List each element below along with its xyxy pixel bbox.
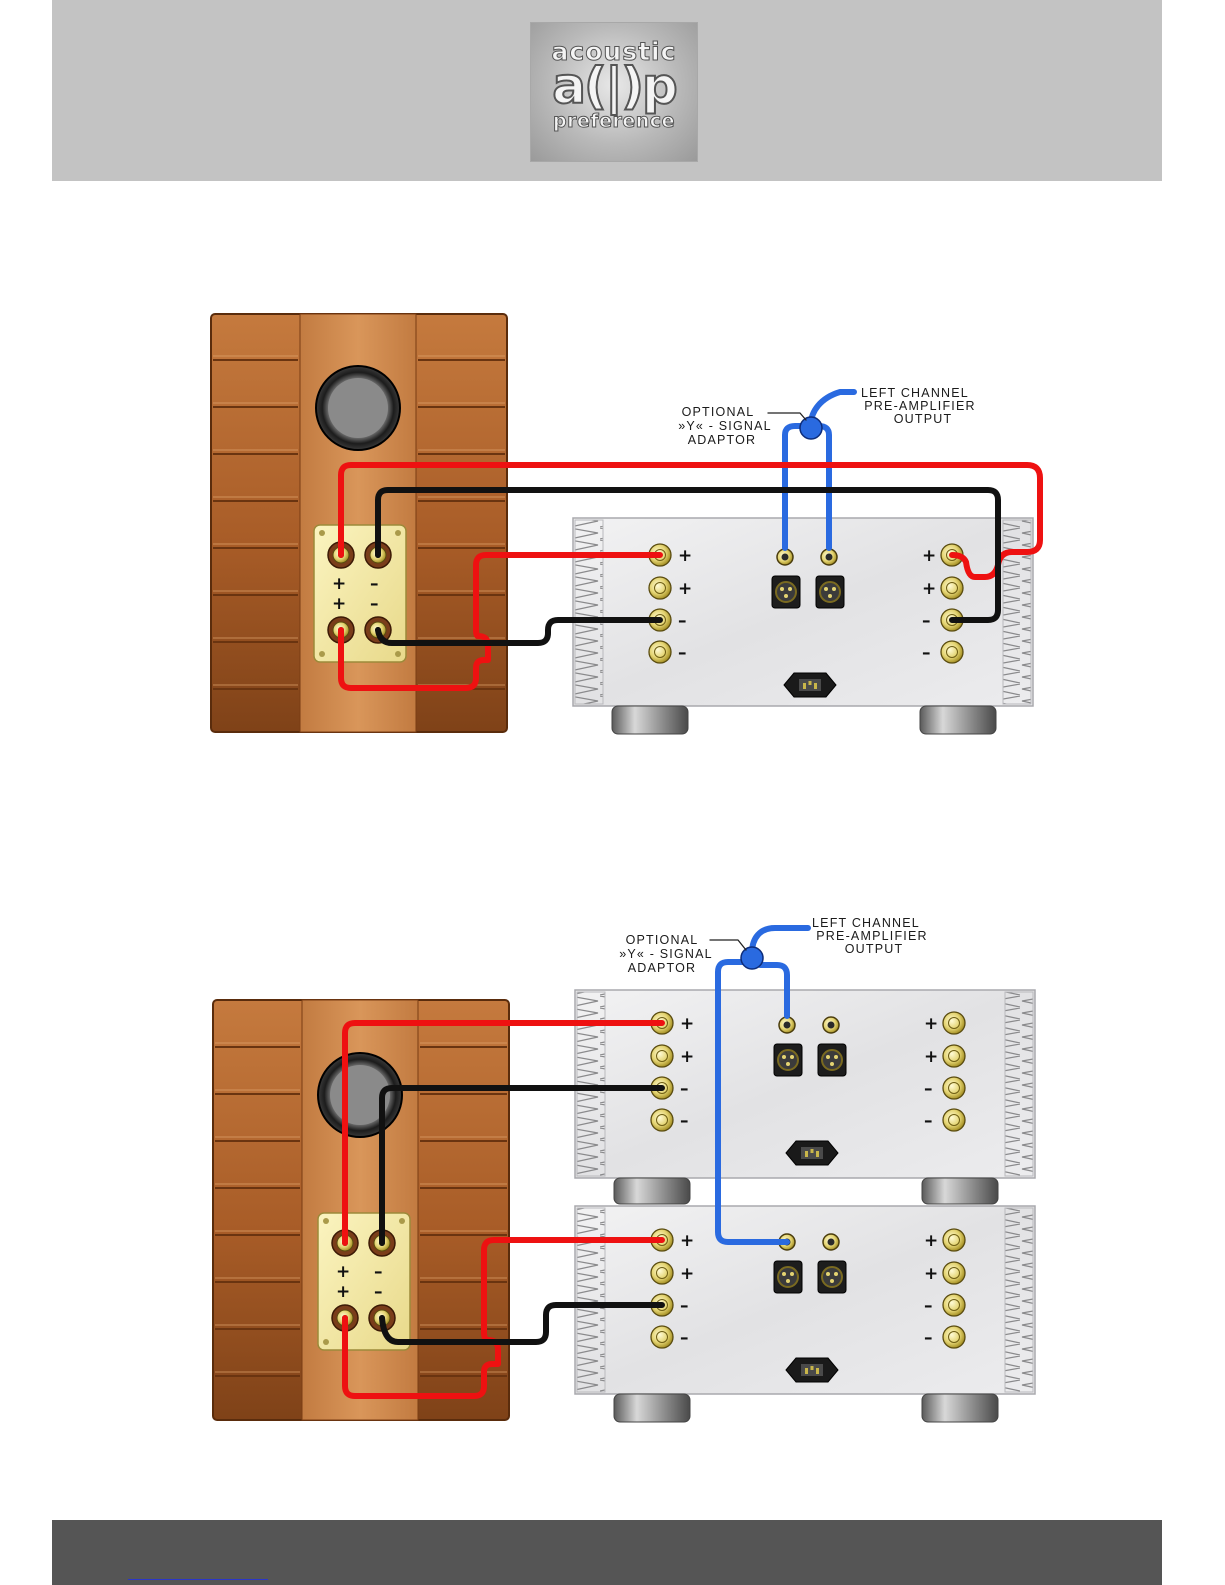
footer-bar <box>52 1520 1162 1585</box>
amp-plus-label: + <box>680 1231 694 1251</box>
speaker-minus-label: – <box>370 594 379 614</box>
amp-minus-label: – <box>924 1111 933 1131</box>
speaker-minus-label: – <box>374 1262 383 1282</box>
diagram-single-amplifier: + – + – + + – – + + – – <box>211 314 1040 734</box>
amp-minus-label: – <box>680 1296 689 1316</box>
terminal-plate <box>318 1213 410 1350</box>
amp-plus-label: + <box>678 546 692 566</box>
speaker-plus-label: + <box>336 1282 350 1302</box>
amp-minus-label: – <box>678 643 687 663</box>
amp-minus-label: – <box>680 1111 689 1131</box>
amp-plus-label: + <box>924 1264 938 1284</box>
amp-plus-label: + <box>680 1264 694 1284</box>
output-label-line2: PRE-AMPLIFIER <box>864 399 975 413</box>
amp-plus-label: + <box>678 579 692 599</box>
amp-plus-label: + <box>924 1014 938 1034</box>
output-label-line3: OUTPUT <box>845 942 904 956</box>
speaker-cabinet: + – + – <box>213 1000 509 1420</box>
amp-minus-label: – <box>678 611 687 631</box>
y-adaptor-icon <box>741 947 763 969</box>
amp-minus-label: – <box>924 1328 933 1348</box>
amp-plus-label: + <box>680 1014 694 1034</box>
amp-minus-label: – <box>924 1296 933 1316</box>
y-adaptor-icon <box>800 417 822 439</box>
amp-minus-label: – <box>922 611 931 631</box>
speaker-minus-label: – <box>374 1282 383 1302</box>
speaker-minus-label: – <box>370 574 379 594</box>
output-label-line3: OUTPUT <box>894 412 953 426</box>
amp-plus-label: + <box>922 546 936 566</box>
footer-link-underline[interactable] <box>128 1579 268 1580</box>
speaker-plus-label: + <box>332 574 346 594</box>
amp-minus-label: – <box>922 643 931 663</box>
output-label-line1: LEFT CHANNEL <box>812 916 920 930</box>
amp-plus-label: + <box>680 1047 694 1067</box>
optional-label-line2: »Y« - SIGNAL <box>678 419 772 433</box>
amp-minus-label: – <box>680 1079 689 1099</box>
power-amplifier: + + – – + + – – <box>573 518 1033 734</box>
optional-label-line1: OPTIONAL <box>626 933 699 947</box>
optional-label-line3: ADAPTOR <box>628 961 697 975</box>
diagram-dual-amplifier: + – + – + + – – + + – – <box>213 916 1035 1422</box>
amp-plus-label: + <box>924 1231 938 1251</box>
speaker-plus-label: + <box>332 594 346 614</box>
optional-label-line2: »Y« - SIGNAL <box>619 947 713 961</box>
amp-minus-label: – <box>924 1079 933 1099</box>
amp-minus-label: – <box>680 1328 689 1348</box>
speaker-plus-label: + <box>336 1262 350 1282</box>
speaker-cabinet: + – + – <box>211 314 507 732</box>
output-label-line2: PRE-AMPLIFIER <box>816 929 927 943</box>
amp-plus-label: + <box>922 579 936 599</box>
optional-label-line3: ADAPTOR <box>688 433 757 447</box>
amp-plus-label: + <box>924 1047 938 1067</box>
optional-label-line1: OPTIONAL <box>682 405 755 419</box>
output-label-line1: LEFT CHANNEL <box>861 386 969 400</box>
